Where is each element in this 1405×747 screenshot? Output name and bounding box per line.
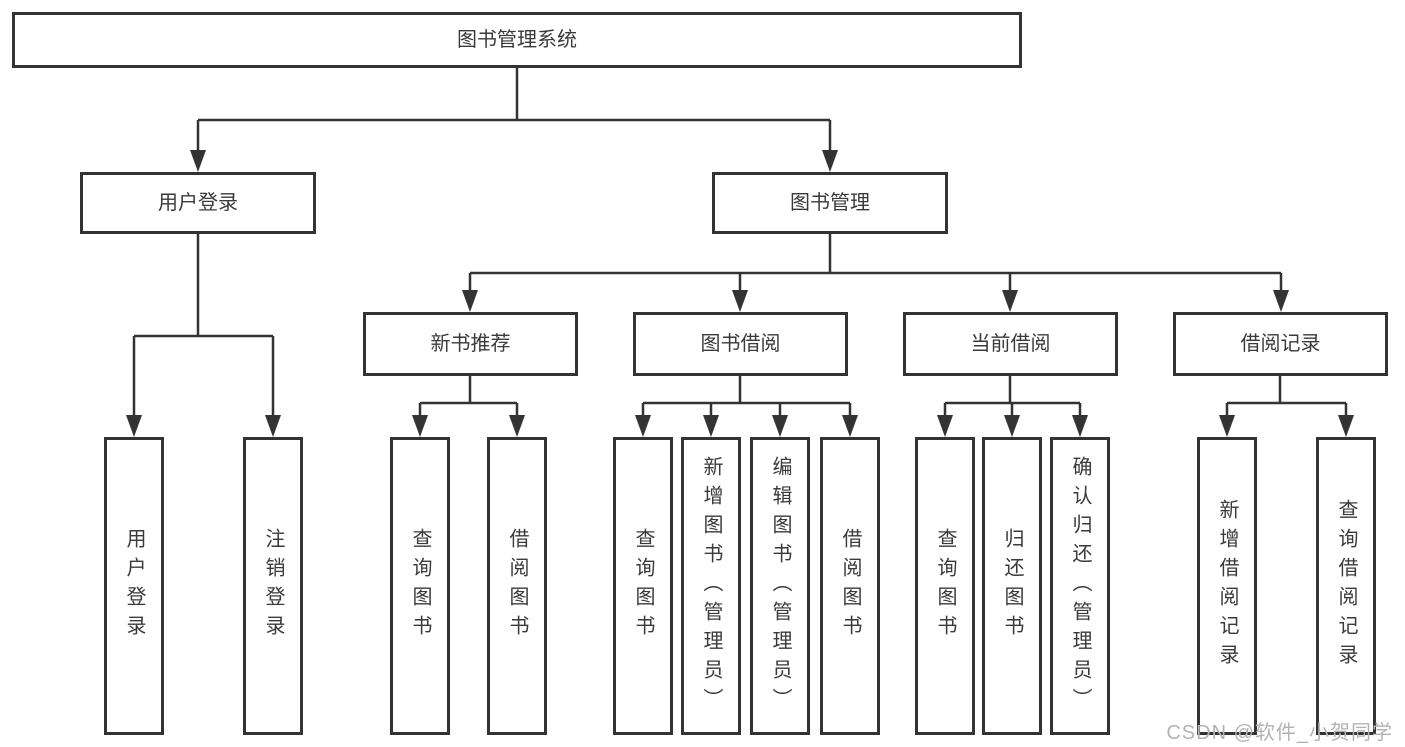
leaf-borrow-books-recommend: 借阅图书 bbox=[487, 437, 547, 735]
node-label: 归还图书 bbox=[1001, 528, 1023, 644]
connector-book-management bbox=[462, 233, 1289, 312]
connector-book-borrowing bbox=[635, 376, 858, 437]
leaf-add-book-admin: 新增图书（管理员） bbox=[681, 437, 741, 735]
node-label: 确认归还（管理员） bbox=[1069, 455, 1091, 717]
node-user-login: 用户登录 bbox=[80, 172, 316, 234]
node-current-borrowing: 当前借阅 bbox=[903, 312, 1118, 376]
node-label: 图书借阅 bbox=[700, 333, 781, 355]
node-label: 借阅图书 bbox=[506, 528, 528, 644]
node-label: 新增图书（管理员） bbox=[700, 455, 722, 717]
leaf-user-login: 用户登录 bbox=[104, 437, 164, 735]
connector-borrowing-records bbox=[1219, 376, 1354, 437]
leaf-query-books-recommend: 查询图书 bbox=[390, 437, 450, 735]
node-borrowing-records: 借阅记录 bbox=[1173, 312, 1388, 376]
node-label: 用户登录 bbox=[158, 192, 238, 214]
leaf-logout: 注销登录 bbox=[243, 437, 303, 735]
node-library-system: 图书管理系统 bbox=[12, 12, 1022, 68]
node-book-management: 图书管理 bbox=[712, 172, 948, 234]
leaf-query-books-current: 查询图书 bbox=[915, 437, 975, 735]
connector-user-login bbox=[126, 233, 281, 437]
node-label: 编辑图书（管理员） bbox=[769, 455, 791, 717]
watermark: CSDN @软件_小贺同学 bbox=[1166, 722, 1393, 744]
node-label: 图书管理系统 bbox=[457, 29, 577, 51]
node-label: 查询图书 bbox=[409, 528, 431, 644]
leaf-edit-book-admin: 编辑图书（管理员） bbox=[750, 437, 810, 735]
node-label: 注销登录 bbox=[262, 528, 284, 644]
node-label: 当前借阅 bbox=[970, 333, 1051, 355]
node-new-book-recommendation: 新书推荐 bbox=[363, 312, 578, 376]
node-label: 新书推荐 bbox=[430, 333, 511, 355]
node-label: 借阅记录 bbox=[1240, 333, 1321, 355]
node-label: 查询图书 bbox=[632, 528, 654, 644]
node-label: 查询借阅记录 bbox=[1335, 499, 1357, 673]
connector-current-borrowing bbox=[937, 376, 1088, 437]
leaf-add-borrow-record: 新增借阅记录 bbox=[1197, 437, 1257, 735]
leaf-query-borrow-record: 查询借阅记录 bbox=[1316, 437, 1376, 735]
node-label: 图书管理 bbox=[790, 192, 870, 214]
leaf-borrow-books: 借阅图书 bbox=[820, 437, 880, 735]
leaf-return-book: 归还图书 bbox=[982, 437, 1042, 735]
leaf-confirm-return-admin: 确认归还（管理员） bbox=[1050, 437, 1110, 735]
node-label: 用户登录 bbox=[123, 528, 145, 644]
node-label: 新增借阅记录 bbox=[1216, 499, 1238, 673]
node-label: 查询图书 bbox=[934, 528, 956, 644]
node-label: 借阅图书 bbox=[839, 528, 861, 644]
leaf-query-books-borrowing: 查询图书 bbox=[613, 437, 673, 735]
connector-root bbox=[190, 67, 838, 172]
connector-new-book-recommendation bbox=[412, 376, 525, 437]
node-book-borrowing: 图书借阅 bbox=[633, 312, 848, 376]
